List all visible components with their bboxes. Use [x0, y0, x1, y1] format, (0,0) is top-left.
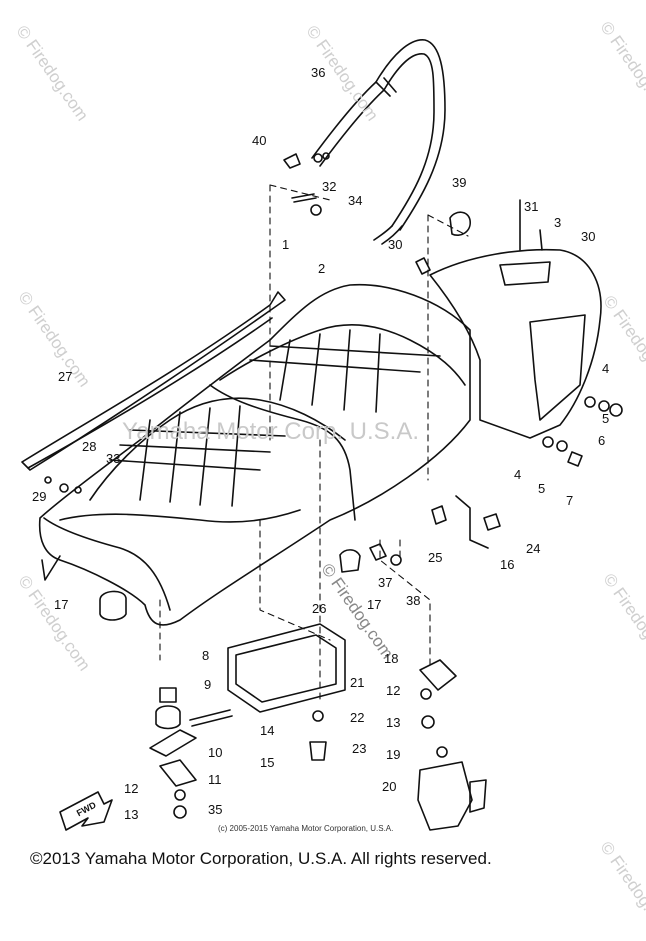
callout-number: 33: [106, 451, 121, 466]
callout-number: 11: [208, 772, 222, 787]
callout-number: 29: [32, 489, 47, 504]
grab-rail: [311, 39, 446, 245]
callout-number: 5: [602, 411, 610, 426]
callout-number: 38: [406, 593, 421, 608]
right-hardware: [339, 396, 623, 573]
callout-number: 4: [514, 467, 522, 482]
callout-number: 36: [311, 65, 326, 80]
callout-number: 40: [252, 133, 267, 148]
callout-number: 14: [260, 723, 275, 738]
callout-number: 10: [208, 745, 223, 760]
callout-number: 35: [208, 802, 223, 817]
callout-number: 30: [581, 229, 596, 244]
forward-arrow: [59, 791, 113, 831]
tail-cowl: [429, 199, 602, 439]
callout-number: 17: [367, 597, 382, 612]
callout-number: 5: [538, 481, 546, 496]
callout-number: 9: [204, 677, 212, 692]
callout-number: 13: [386, 715, 401, 730]
callout-number: 3: [554, 215, 562, 230]
callout-number: 17: [54, 597, 69, 612]
seat-assembly-drawing: [21, 39, 623, 831]
callout-number: 24: [526, 541, 541, 556]
callout-number: 34: [348, 193, 363, 208]
callout-number: 13: [124, 807, 139, 822]
rail-hardware: [283, 153, 471, 275]
callout-number: 20: [382, 779, 397, 794]
diagram-copyright: (c) 2005-2015 Yamaha Motor Corporation, …: [218, 824, 394, 833]
watermark-center: Yamaha Motor Corp. U.S.A.: [122, 418, 419, 445]
seat-strap: [21, 291, 286, 494]
callout-number: 16: [500, 557, 515, 572]
callout-number: 28: [82, 439, 97, 454]
callout-number: 4: [602, 361, 610, 376]
callout-number: 6: [598, 433, 606, 448]
callout-number: 12: [124, 781, 139, 796]
footer-copyright: ©2013 Yamaha Motor Corporation, U.S.A. A…: [30, 849, 492, 868]
seat: [38, 283, 471, 626]
callout-number: 23: [352, 741, 367, 756]
callout-number: 27: [58, 369, 73, 384]
callout-number: 1: [282, 237, 290, 252]
callout-number: 15: [260, 755, 275, 770]
callout-number: 37: [378, 575, 393, 590]
callout-number: 7: [566, 493, 574, 508]
callout-number: 25: [428, 550, 443, 565]
callout-number: 12: [386, 683, 401, 698]
parts-diagram: © Firedog.com © Firedog.com © Firedog.co…: [12, 18, 646, 940]
callout-number: 19: [386, 747, 401, 762]
lower-parts: [99, 590, 487, 831]
callout-number: 8: [202, 648, 210, 663]
callout-number: 26: [312, 601, 327, 616]
callout-number: 21: [350, 675, 365, 690]
leader-lines: [159, 184, 469, 701]
callout-number: 2: [318, 261, 326, 276]
callout-number: 30: [388, 237, 403, 252]
callout-number: 31: [524, 199, 539, 214]
callout-number: 18: [384, 651, 399, 666]
callout-number: 39: [452, 175, 467, 190]
callout-number: 32: [322, 179, 337, 194]
callout-number: 22: [350, 710, 365, 725]
